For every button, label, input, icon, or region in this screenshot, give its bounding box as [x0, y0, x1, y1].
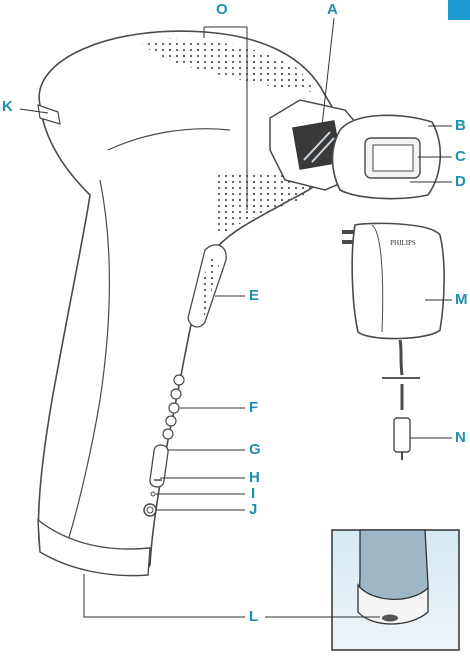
power-button — [144, 504, 156, 516]
label-c: C — [455, 149, 466, 164]
label-g: G — [249, 442, 261, 457]
language-tab — [448, 0, 470, 20]
label-b: B — [455, 118, 466, 133]
label-f: F — [249, 400, 258, 415]
label-i: I — [251, 486, 255, 501]
battery-light — [151, 492, 155, 496]
label-n: N — [455, 430, 466, 445]
label-e: E — [249, 288, 259, 303]
label-o: O — [216, 2, 228, 17]
socket — [382, 615, 398, 622]
appliance-plug — [394, 418, 410, 452]
label-m: M — [455, 292, 468, 307]
label-d: D — [455, 174, 466, 189]
label-j: J — [249, 502, 257, 517]
adapter-cable — [400, 340, 402, 375]
label-k: K — [2, 99, 13, 114]
brand-logo: PHILIPS — [390, 239, 416, 247]
label-l: L — [249, 609, 258, 624]
label-a: A — [327, 2, 338, 17]
label-h: H — [249, 470, 260, 485]
